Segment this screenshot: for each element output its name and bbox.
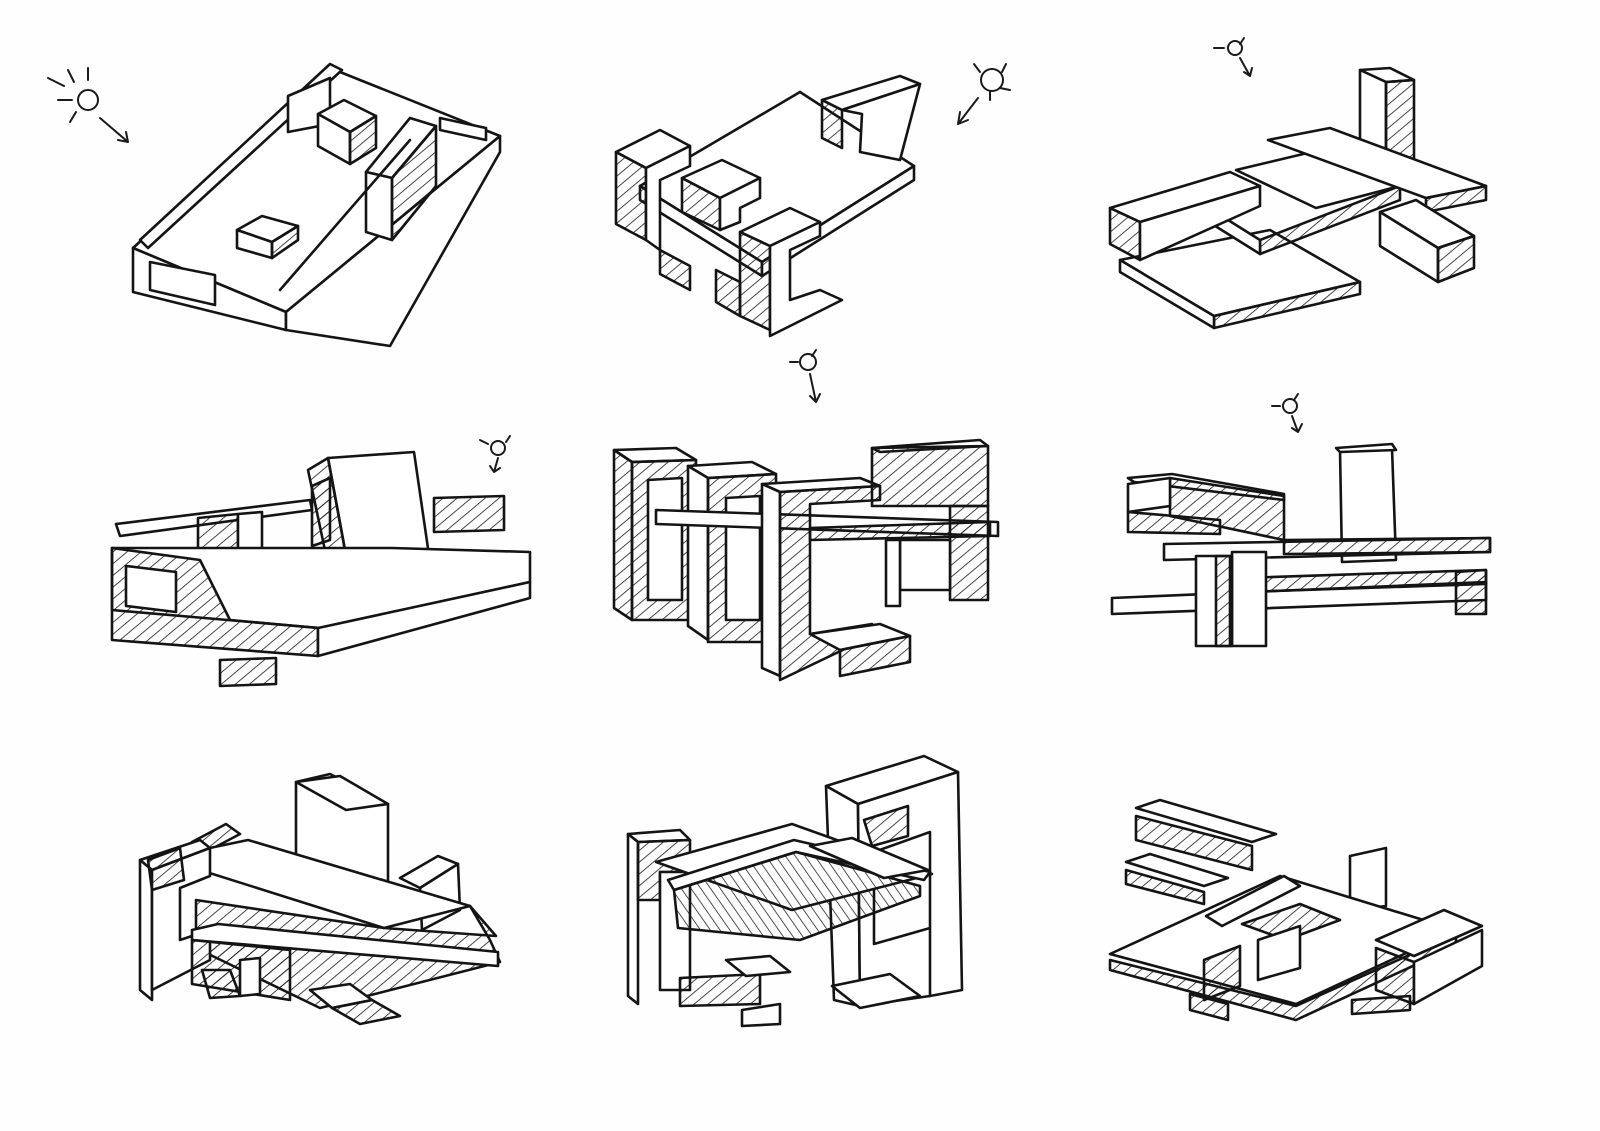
sun-icon <box>1213 37 1253 77</box>
sun-icon <box>47 67 129 143</box>
sketch-3-aerial-cross <box>1108 37 1488 330</box>
sketch-8-worm-eye-frames <box>626 754 964 1028</box>
sketch-6-eye-level-cantilevers <box>1110 393 1492 648</box>
sketch-2-aerial-frames <box>614 63 1011 338</box>
sketch-5-eye-level-frames <box>612 349 1000 682</box>
sun-icon <box>479 435 511 473</box>
sketch-1-aerial-slab <box>47 62 502 348</box>
sketch-7-worm-eye-slab <box>138 772 502 1026</box>
sketch-9-worm-eye-cantilevers <box>1108 798 1484 1022</box>
sun-icon <box>957 63 1011 125</box>
sun-icon <box>789 349 821 403</box>
sun-icon <box>1271 393 1303 433</box>
sketch-4-eye-level-slab <box>110 435 532 688</box>
